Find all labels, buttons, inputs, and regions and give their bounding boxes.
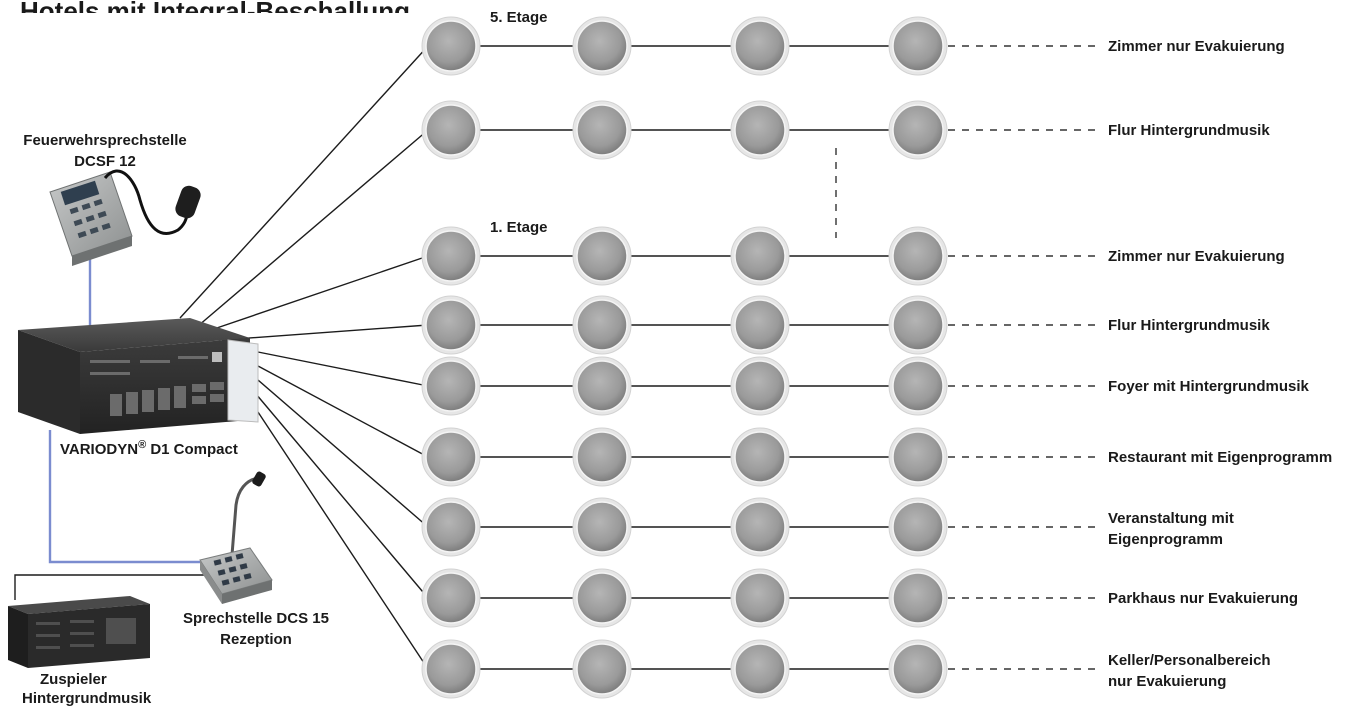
fan-wires (179, 45, 429, 670)
fire-station-label-2: DCSF 12 (74, 153, 136, 170)
speaker-icon (572, 568, 632, 628)
speaker-icon (421, 226, 481, 286)
speaker-icon (572, 100, 632, 160)
fan-wire-4 (221, 324, 429, 341)
speaker-icon (730, 568, 790, 628)
speaker-icon (730, 295, 790, 355)
speaker-icon (888, 100, 948, 160)
speaker-icon (421, 356, 481, 416)
fan-wire-6 (257, 365, 429, 458)
speaker-rows (421, 16, 1098, 699)
zone-label-3: Zimmer nur Evakuierung (1108, 248, 1285, 265)
reception-label-1: Sprechstelle DCS 15 (183, 610, 329, 627)
fan-wire-2 (197, 129, 429, 327)
zone-label-7-line-2: Eigenprogramm (1108, 531, 1223, 548)
speaker-icon (888, 427, 948, 487)
fan-wire-8 (255, 393, 429, 599)
zone-label-1: Zimmer nur Evakuierung (1108, 38, 1285, 55)
fan-wire-7 (257, 379, 429, 528)
speaker-icon (572, 16, 632, 76)
speaker-icon (421, 639, 481, 699)
player-cable (14, 574, 210, 600)
fan-wire-5 (257, 351, 429, 387)
fire-station-label-1: Feuerwehrsprechstelle (23, 132, 186, 149)
microphone-station-icon (199, 471, 273, 604)
speaker-icon (421, 100, 481, 160)
speaker-icon (888, 497, 948, 557)
blue-cable-reception (48, 430, 208, 564)
speaker-icon (888, 295, 948, 355)
zone-label-8: Parkhaus nur Evakuierung (1108, 590, 1298, 607)
speaker-icon (888, 356, 948, 416)
player-label-2: Hintergrundmusik (22, 690, 152, 706)
zone-label-6: Restaurant mit Eigenprogramm (1108, 449, 1332, 466)
svg-text:Hotels mit Integral-Beschallun: Hotels mit Integral-Beschallung (20, 0, 410, 26)
speaker-icon (421, 427, 481, 487)
speaker-icon (888, 568, 948, 628)
speaker-icon (730, 100, 790, 160)
speaker-icon (421, 568, 481, 628)
speaker-icon (888, 226, 948, 286)
floor-label-1: 1. Etage (490, 219, 548, 236)
main-unit-label: VARIODYN® D1 Compact (60, 439, 238, 458)
mixer-unit-icon (18, 318, 259, 434)
fan-wire-9 (253, 405, 429, 670)
fan-wire-3 (204, 255, 429, 333)
zone-label-2: Flur Hintergrundmusik (1108, 122, 1270, 139)
speaker-icon (421, 295, 481, 355)
fan-wire-1 (179, 45, 429, 319)
player-label-1: Zuspieler (40, 671, 107, 688)
speaker-icon (730, 497, 790, 557)
speaker-icon (730, 639, 790, 699)
speaker-icon (572, 427, 632, 487)
floor-label-5: 5. Etage (490, 9, 548, 26)
zone-label-9-line-1: Keller/Personalbereich (1108, 652, 1271, 669)
speaker-icon (730, 16, 790, 76)
zone-label-9-line-2: nur Evakuierung (1108, 673, 1226, 690)
speaker-icon (572, 497, 632, 557)
speaker-icon (572, 295, 632, 355)
zone-label-7-line-1: Veranstaltung mit (1108, 510, 1234, 527)
zone-label-5: Foyer mit Hintergrundmusik (1108, 378, 1310, 395)
zone-label-4: Flur Hintergrundmusik (1108, 317, 1270, 334)
speaker-icon (730, 226, 790, 286)
speaker-icon (888, 639, 948, 699)
fire-station-icon (49, 169, 201, 266)
speaker-icon (421, 16, 481, 76)
speaker-icon (421, 497, 481, 557)
player-rack-icon (8, 596, 150, 668)
speaker-icon (572, 639, 632, 699)
speaker-icon (888, 16, 948, 76)
page-title: Hotels mit Integral-Beschallung (20, 0, 410, 26)
speaker-icon (572, 356, 632, 416)
reception-label-2: Rezeption (220, 631, 292, 648)
speaker-icon (572, 226, 632, 286)
speaker-icon (730, 427, 790, 487)
speaker-icon (730, 356, 790, 416)
